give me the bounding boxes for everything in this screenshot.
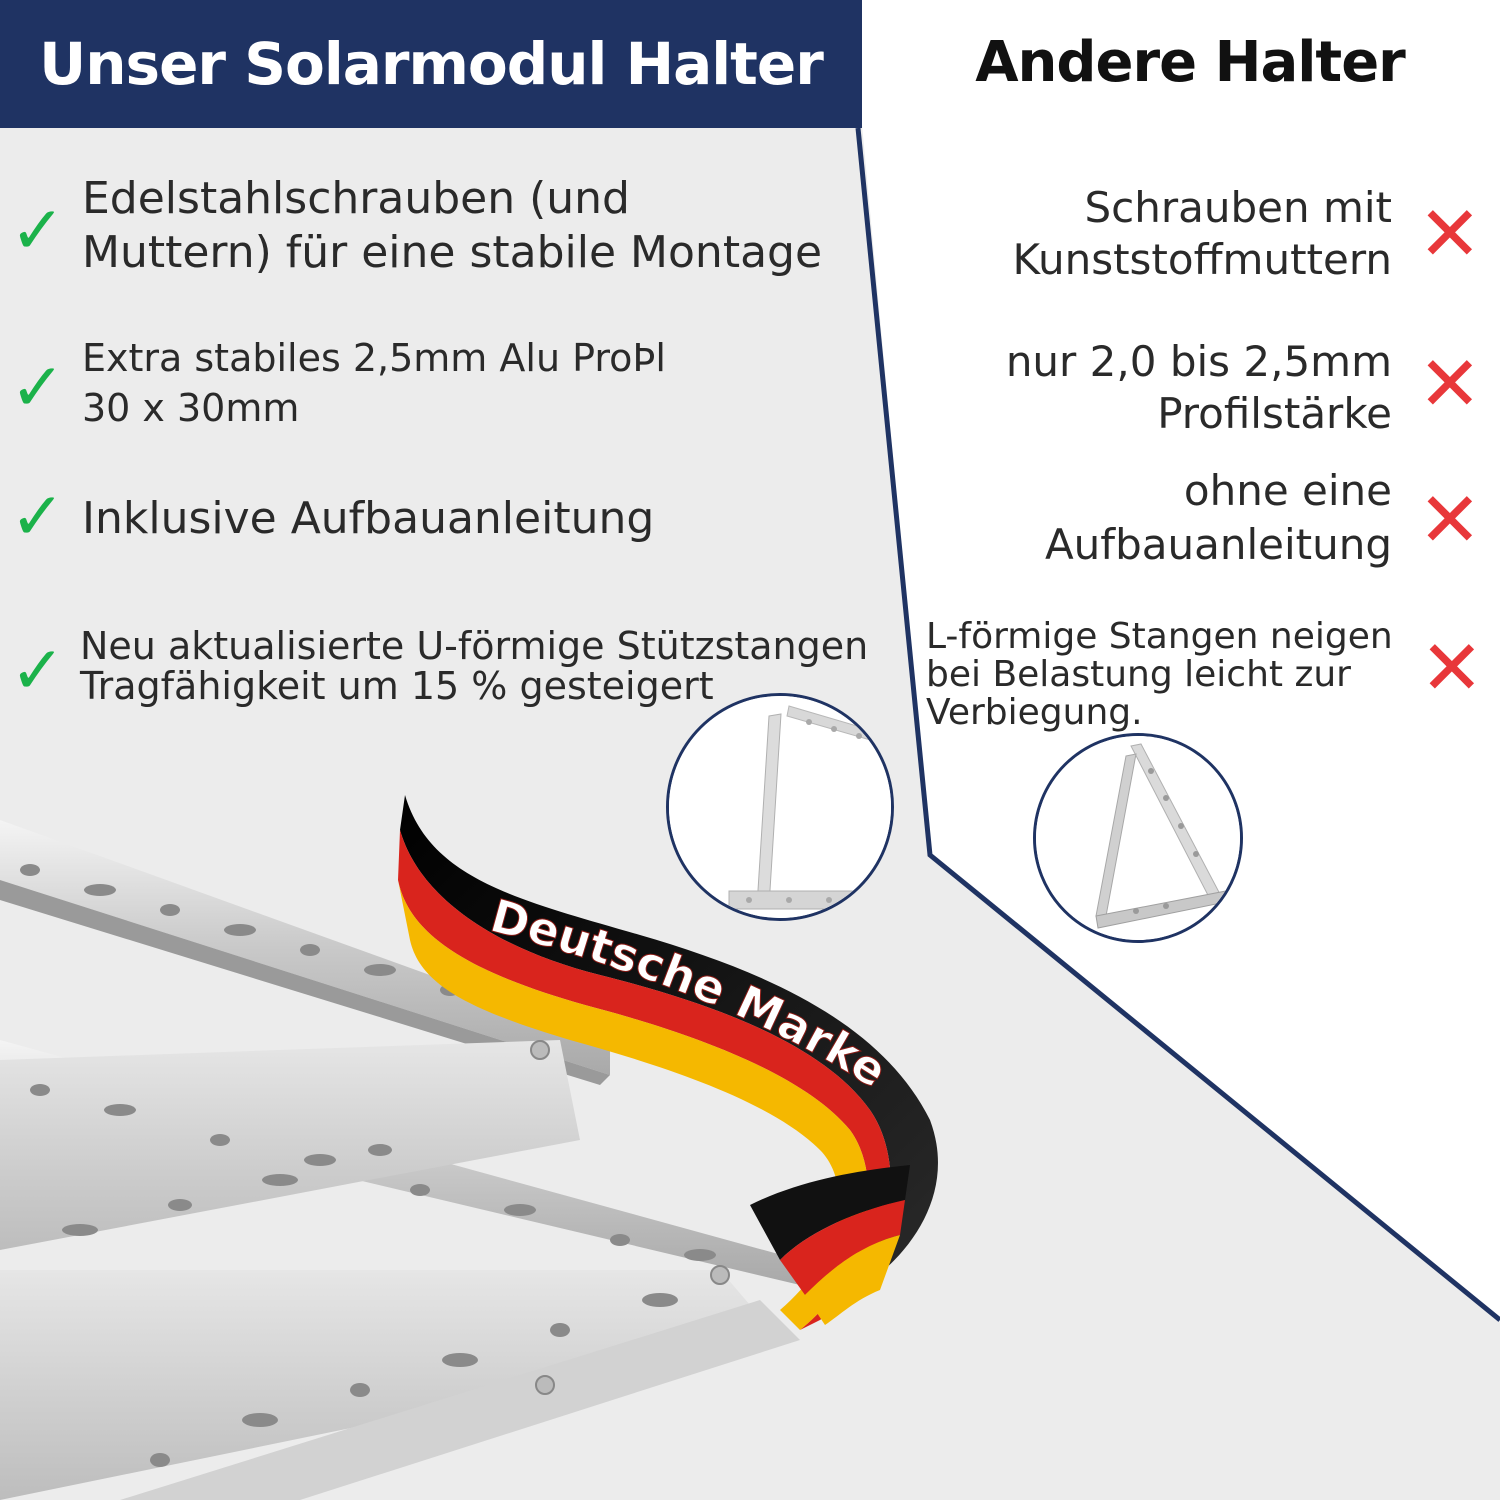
u-bar-illustration (669, 696, 891, 918)
l-bar-illustration (1036, 736, 1240, 940)
ours-item-u-bars: Neu aktualisierte U-förmige Stützstangen… (80, 624, 869, 708)
cross-icon: ✕ (1418, 475, 1482, 564)
check-icon: ✓ (10, 192, 66, 269)
right-panel (862, 0, 1500, 1320)
aluminium-rails (0, 820, 800, 1500)
others-item-manual: ohne eine Aufbauanleitung (1044, 466, 1392, 569)
deutsche-marke-ribbon (398, 795, 938, 1330)
others-item-l-bars: L-förmige Stangen neigen bei Belastung l… (926, 616, 1393, 733)
ours-item-profile: Extra stabiles 2,5mm Alu ProÞl 30 x 30mm (82, 336, 666, 430)
l-bar-detail-photo (1033, 733, 1243, 943)
cross-icon: ✕ (1418, 189, 1482, 278)
ours-item-screws: Edelstahlschrauben (und Muttern) für ein… (82, 173, 823, 278)
cross-icon: ✕ (1420, 623, 1484, 712)
deutsche-marke-label: Deutsche Marke (485, 888, 897, 1098)
ours-item-manual: Inklusive Aufbauanleitung (82, 493, 655, 544)
ours-header: Unser Solarmodul Halter (0, 0, 862, 128)
check-icon: ✓ (10, 632, 66, 709)
divider-line (855, 127, 1500, 1322)
others-title: Andere Halter (975, 30, 1406, 95)
check-icon: ✓ (10, 349, 66, 426)
u-bar-detail-photo (666, 693, 894, 921)
cross-icon: ✕ (1418, 339, 1482, 428)
check-icon: ✓ (10, 478, 66, 555)
others-item-profile: nur 2,0 bis 2,5mm Profilstärke (1005, 337, 1392, 438)
ours-title: Unser Solarmodul Halter (39, 30, 824, 98)
others-item-screws: Schrauben mit Kunststoffmuttern (1012, 183, 1392, 284)
